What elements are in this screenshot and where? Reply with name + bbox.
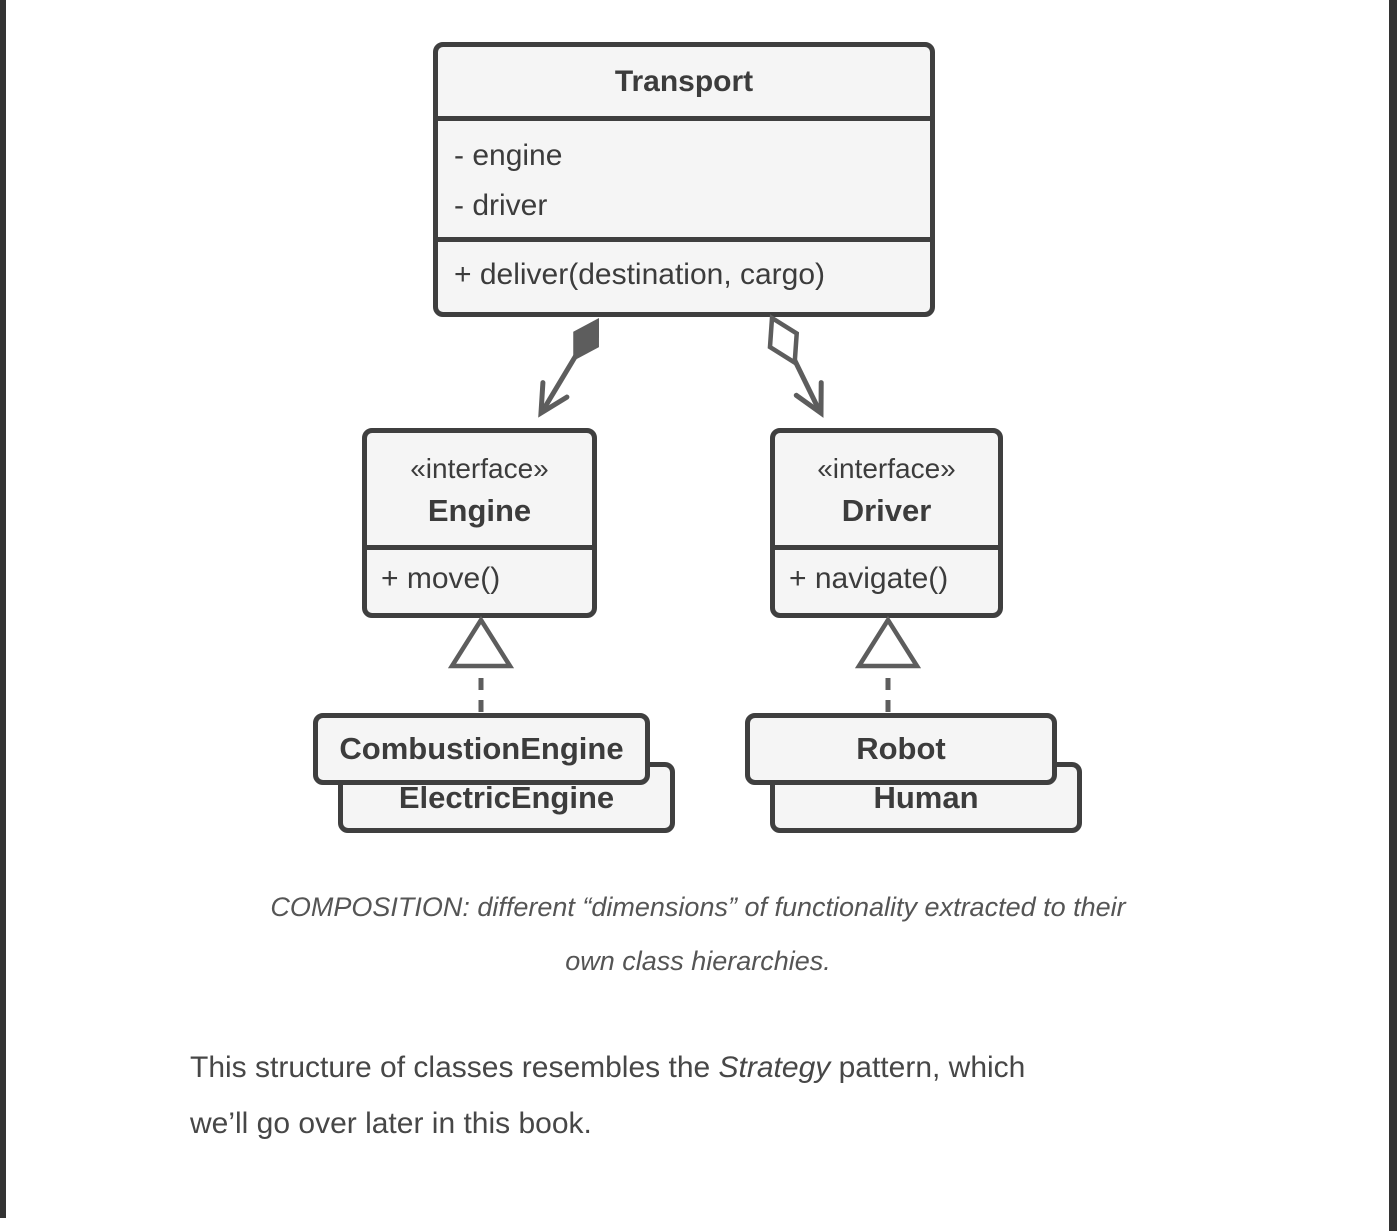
driver-methods-section: + navigate() — [775, 545, 998, 608]
driver-method-navigate: + navigate() — [789, 562, 949, 595]
filled-diamond-icon — [573, 318, 599, 361]
aggregation-connector-transport-driver — [767, 314, 824, 418]
open-arrowhead-icon — [793, 380, 824, 418]
figure-caption-line2: own class hierarchies. — [565, 946, 831, 976]
transport-field-engine: - engine — [454, 139, 563, 172]
engine-header: «interface» Engine — [367, 433, 592, 545]
hollow-diamond-icon — [767, 314, 800, 367]
page-right-edge — [1389, 0, 1397, 1231]
hollow-triangle-icon — [854, 615, 922, 669]
composition-connector-transport-engine — [538, 318, 599, 418]
engine-stereotype: «interface» — [410, 453, 549, 484]
aggregation-line — [773, 320, 823, 414]
paragraph-text: pattern, which — [830, 1051, 1026, 1084]
paragraph-line2: we’ll go over later in this book. — [190, 1107, 592, 1140]
transport-method-deliver: + deliver(destination, cargo) — [454, 257, 826, 291]
transport-methods-section: + deliver(destination, cargo) — [438, 237, 930, 307]
class-card-combustionengine: CombustionEngine — [313, 713, 650, 785]
engine-methods-section: + move() — [367, 545, 592, 608]
paragraph-text: This structure of classes resembles the — [190, 1051, 719, 1084]
page-left-edge — [0, 0, 6, 1218]
driver-header: «interface» Driver — [775, 433, 998, 545]
class-name-driver: Driver — [841, 493, 932, 528]
composition-line — [539, 320, 599, 414]
class-card-robot: Robot — [745, 713, 1057, 785]
figure-caption-line1: COMPOSITION: different “dimensions” of f… — [270, 892, 1126, 922]
transport-fields-section: - engine - driver — [438, 116, 930, 237]
class-box-driver-interface: «interface» Driver + navigate() — [770, 428, 1003, 618]
driver-stereotype: «interface» — [817, 453, 956, 484]
class-box-transport: Transport - engine - driver + deliver(de… — [433, 42, 935, 317]
figure-caption: COMPOSITION: different “dimensions” of f… — [98, 880, 1298, 988]
open-arrowhead-icon — [538, 380, 570, 418]
hollow-triangle-icon — [447, 615, 515, 669]
class-name-transport: Transport — [614, 64, 754, 98]
class-name-engine: Engine — [427, 493, 532, 528]
engine-method-move: + move() — [381, 562, 501, 595]
body-paragraph: This structure of classes resembles the … — [190, 1040, 1250, 1152]
transport-field-driver: - driver — [454, 189, 548, 222]
realization-connector-engine — [447, 615, 515, 712]
paragraph-line1: This structure of classes resembles the … — [190, 1040, 1250, 1096]
paragraph-strategy-italic: Strategy — [718, 1051, 831, 1084]
class-box-engine-interface: «interface» Engine + move() — [362, 428, 597, 618]
realization-connector-driver — [854, 615, 922, 712]
